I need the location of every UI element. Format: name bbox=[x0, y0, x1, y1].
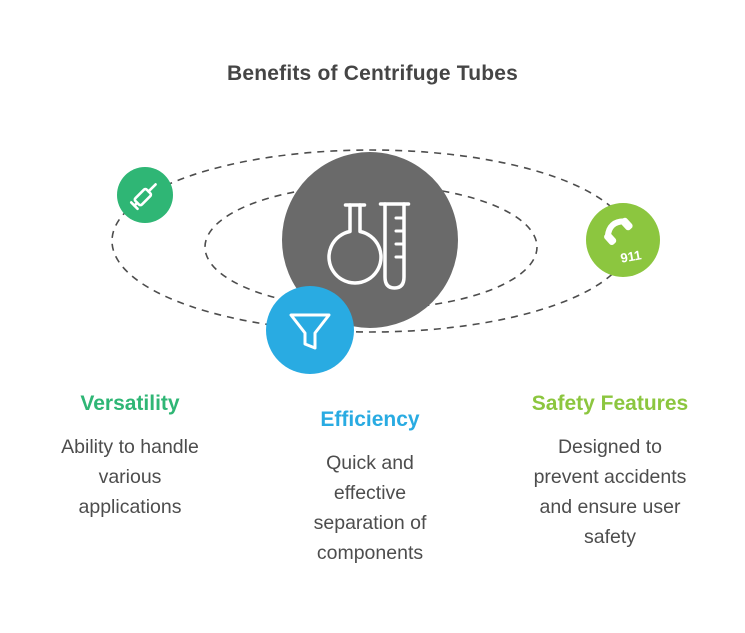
versatility-node bbox=[117, 167, 173, 223]
page-title: Benefits of Centrifuge Tubes bbox=[226, 62, 519, 85]
benefit-heading-versatility: Versatility bbox=[80, 392, 180, 415]
safety-circle bbox=[586, 203, 660, 277]
badge-911: 911 bbox=[619, 247, 642, 265]
benefit-heading-safety: Safety Features bbox=[531, 392, 689, 415]
benefit-heading-efficiency: Efficiency bbox=[320, 408, 420, 431]
syringe-icon bbox=[129, 183, 157, 211]
center-circle bbox=[282, 152, 458, 328]
efficiency-node bbox=[266, 286, 354, 374]
phone-911-icon: 911 bbox=[604, 217, 643, 266]
versatility-circle bbox=[117, 167, 173, 223]
benefit-efficiency: Efficiency Quick and effective separatio… bbox=[278, 408, 462, 568]
funnel-icon bbox=[289, 313, 331, 350]
benefit-safety: Safety Features Designed to prevent acci… bbox=[492, 392, 728, 552]
benefit-body-versatility: Ability to handle various applications bbox=[61, 436, 199, 518]
efficiency-circle bbox=[266, 286, 354, 374]
flask-and-test-tube-icon bbox=[327, 202, 411, 290]
benefit-versatility: Versatility Ability to handle various ap… bbox=[20, 392, 240, 522]
benefit-body-efficiency: Quick and effective separation of compon… bbox=[313, 452, 427, 564]
benefit-body-safety: Designed to prevent accidents and ensure… bbox=[533, 436, 687, 548]
center-node bbox=[282, 152, 458, 328]
safety-node: 911 bbox=[586, 203, 660, 277]
